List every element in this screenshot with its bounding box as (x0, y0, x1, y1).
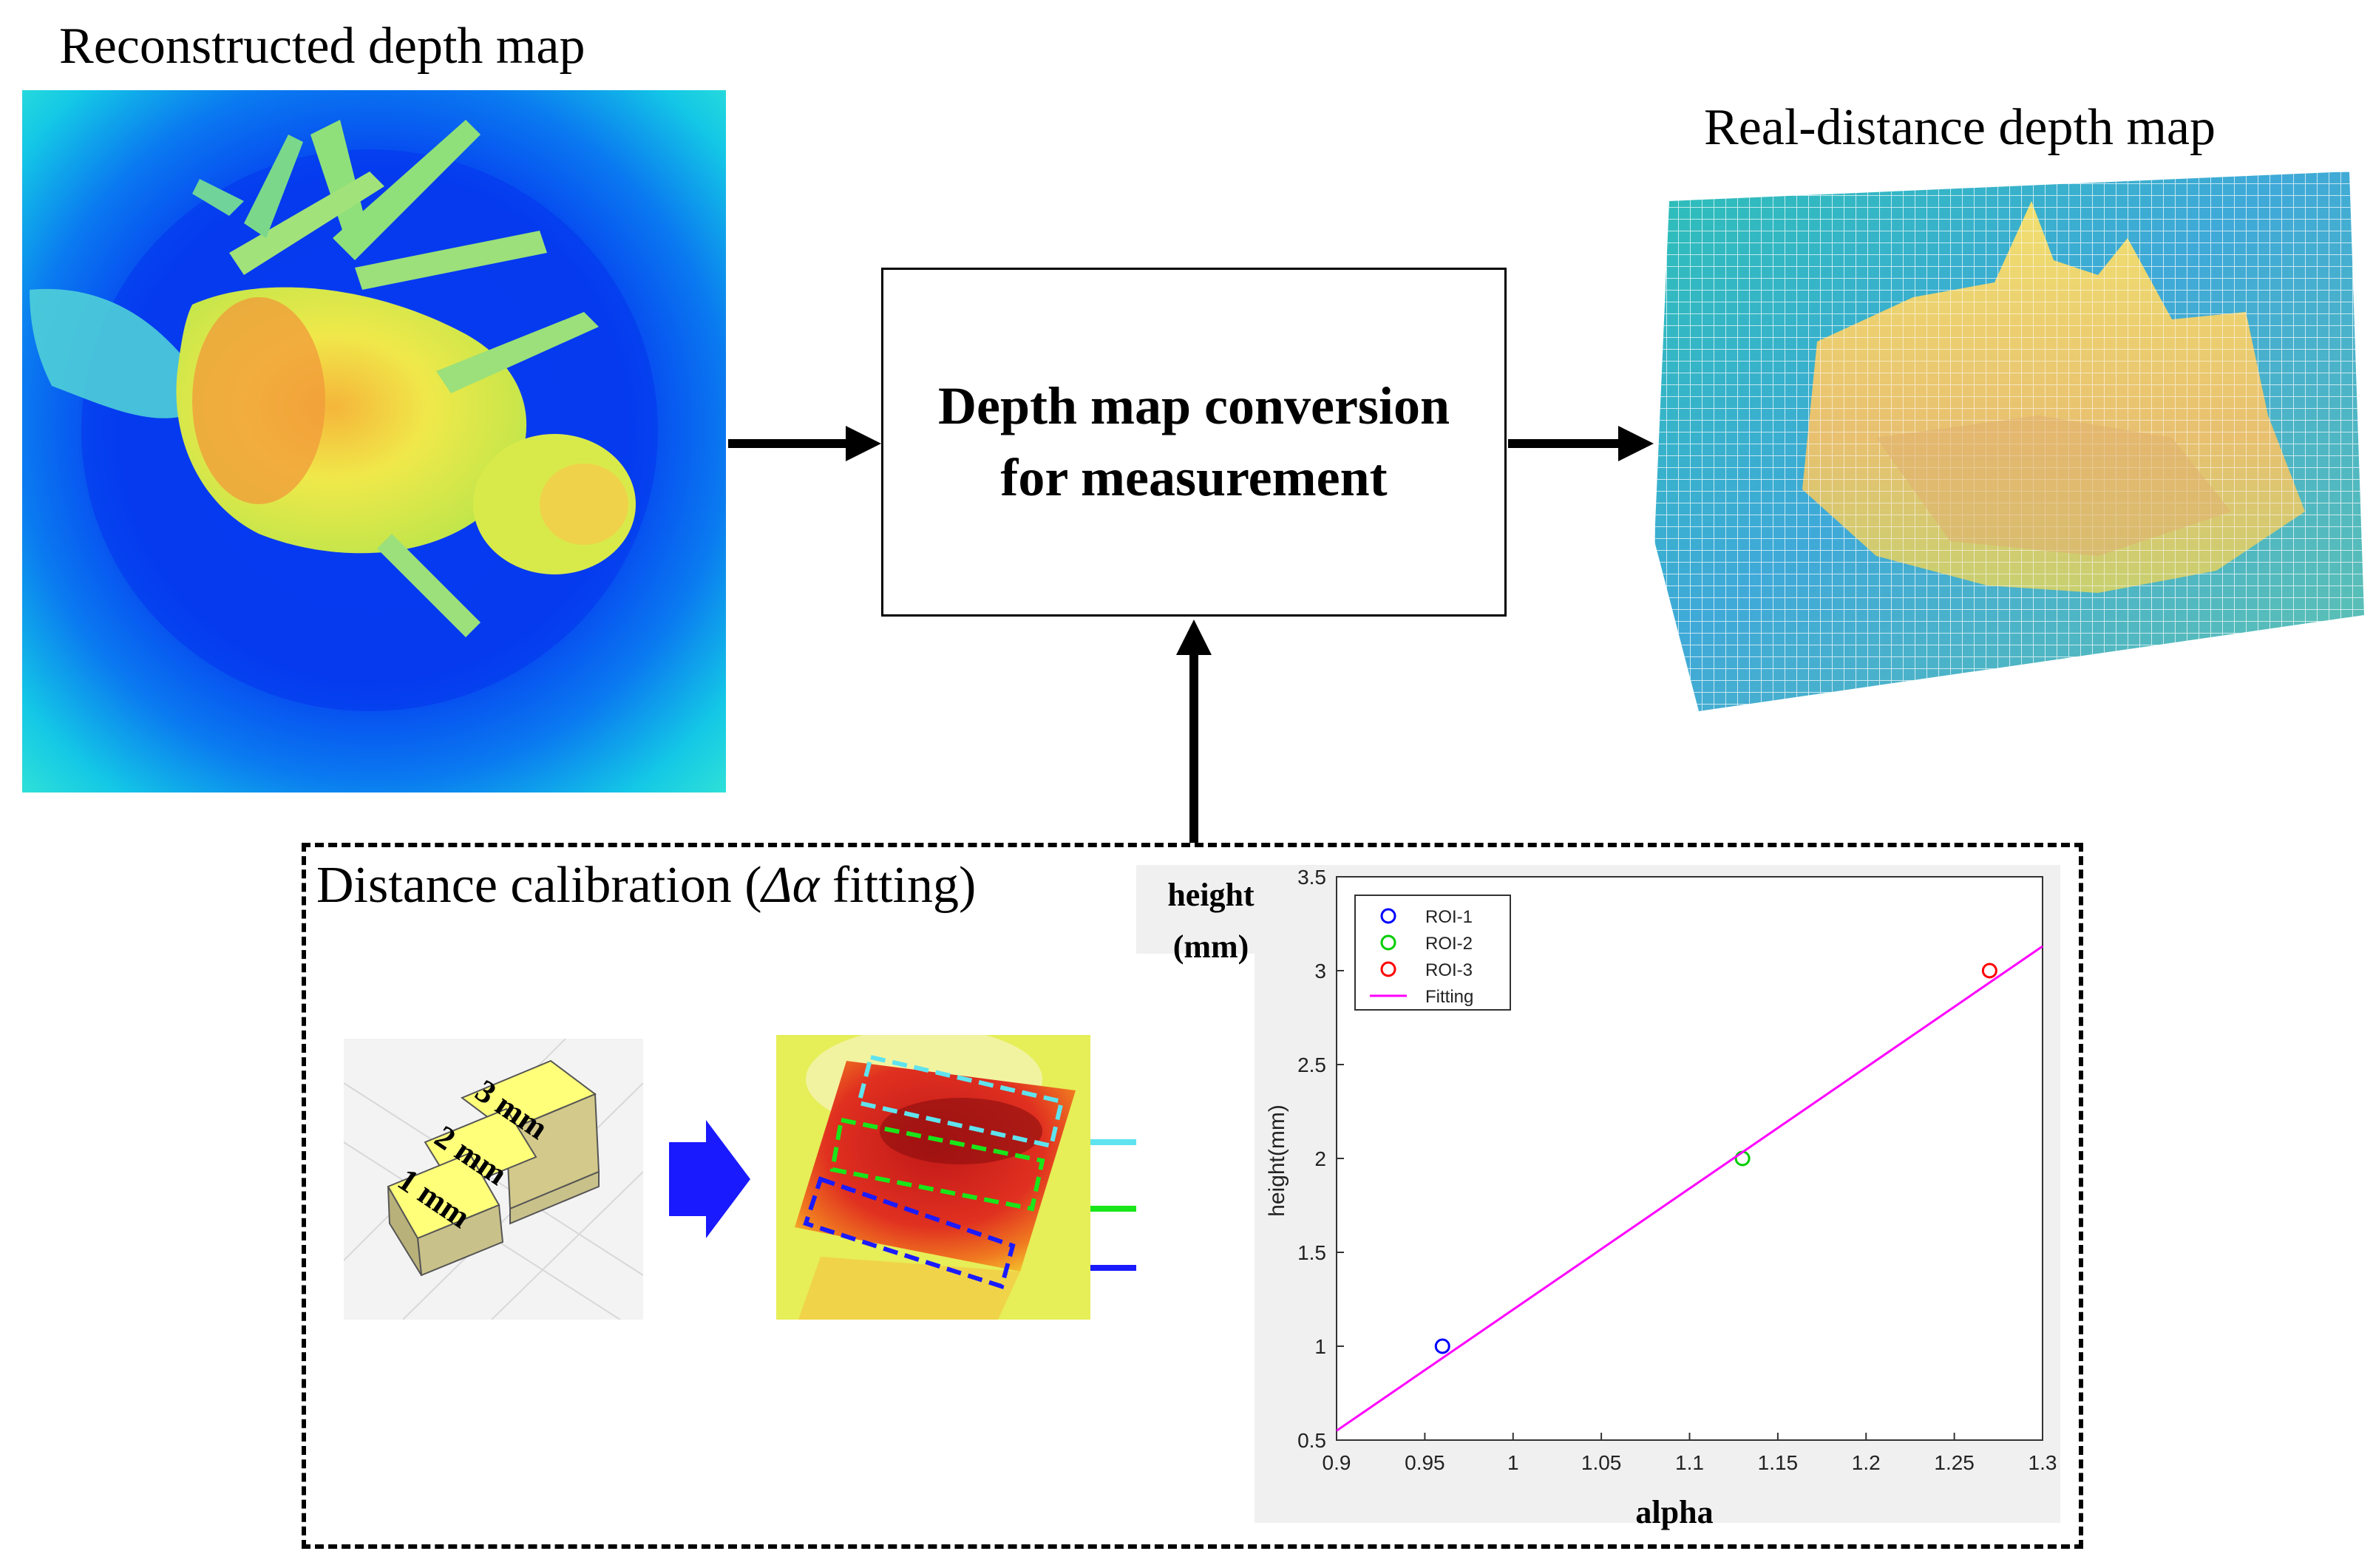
reconstructed-depth-map-title: Reconstructed depth map (59, 18, 585, 75)
x-tick-label: 1.3 (2029, 1451, 2057, 1474)
box-line-1: Depth map conversion (937, 376, 1450, 435)
legend-swatch (1380, 961, 1396, 977)
y-tick-label: 3.5 (1297, 866, 1326, 889)
roi1-box (803, 1176, 1016, 1289)
fitting-line (1336, 945, 2043, 1432)
real-distance-depth-map (1654, 172, 2364, 711)
legend-swatch (1380, 934, 1396, 951)
y-tick-label: 2 (1314, 1147, 1326, 1170)
y-tick-label: 0.5 (1297, 1429, 1326, 1452)
legend-swatch (1380, 908, 1396, 924)
y-tick-label: 1.5 (1297, 1241, 1326, 1264)
x-tick-label: 0.95 (1405, 1451, 1445, 1474)
x-tick-label: 0.9 (1323, 1451, 1351, 1474)
x-ticks: 0.9 0.95 1 1.05 1.1 1.15 1.2 1.25 1.3 (1323, 1433, 2057, 1474)
calibration-frame (302, 843, 2083, 1549)
y-ticks: 0.5 1 1.5 2 2.5 3 3.5 (1297, 866, 1344, 1452)
stairs-calibration-target: 3 mm 2 mm 1 mm (344, 1039, 643, 1320)
scatter-point (1434, 1338, 1450, 1354)
reconstructed-depth-map (22, 90, 726, 793)
roi2-box (829, 1117, 1045, 1212)
plot-height-unit-label: (mm) (1172, 929, 1249, 965)
x-tick-label: 1.05 (1581, 1451, 1622, 1474)
real-distance-depth-map-title: Real-distance depth map (1704, 99, 2216, 156)
calibration-plot: 0.9 0.95 1 1.05 1.1 1.15 1.2 1.25 1.3 0.5 1 1.5 2 2.… (1136, 865, 2060, 1523)
plot-alpha-label: alpha (1635, 1494, 1714, 1530)
calibration-depth-map (776, 1035, 1090, 1320)
legend-label: ROI-3 (1425, 960, 1473, 980)
legend-label: ROI-1 (1425, 907, 1473, 927)
y-tick-label: 3 (1314, 960, 1326, 982)
scatter-point (1981, 963, 1997, 979)
y-axis-label: height(mm) (1265, 1104, 1289, 1217)
x-tick-label: 1.1 (1675, 1451, 1704, 1474)
roi3-box (856, 1054, 1065, 1149)
plot-series (1336, 945, 2043, 1432)
plot-height-label: height (1167, 877, 1255, 913)
y-tick-label: 1 (1314, 1335, 1326, 1358)
calibration-title: Distance calibration (Δα fitting) (316, 857, 977, 914)
depth-map-conversion-box: Depth map conversion for measurement (881, 268, 1507, 617)
x-tick-label: 1 (1507, 1451, 1519, 1474)
legend-label: Fitting (1425, 987, 1473, 1007)
legend-label: ROI-2 (1425, 934, 1473, 954)
box-line-2: for measurement (1000, 448, 1388, 507)
x-tick-label: 1.25 (1934, 1451, 1975, 1474)
calibration-arrow-icon (669, 1120, 750, 1238)
y-tick-label: 2.5 (1297, 1053, 1326, 1076)
plot-svg: 0.9 0.95 1 1.05 1.1 1.15 1.2 1.25 1.3 0.5 1 1.5 2 2.… (1136, 865, 2060, 1523)
x-tick-label: 1.15 (1758, 1451, 1799, 1474)
x-tick-label: 1.2 (1852, 1451, 1881, 1474)
